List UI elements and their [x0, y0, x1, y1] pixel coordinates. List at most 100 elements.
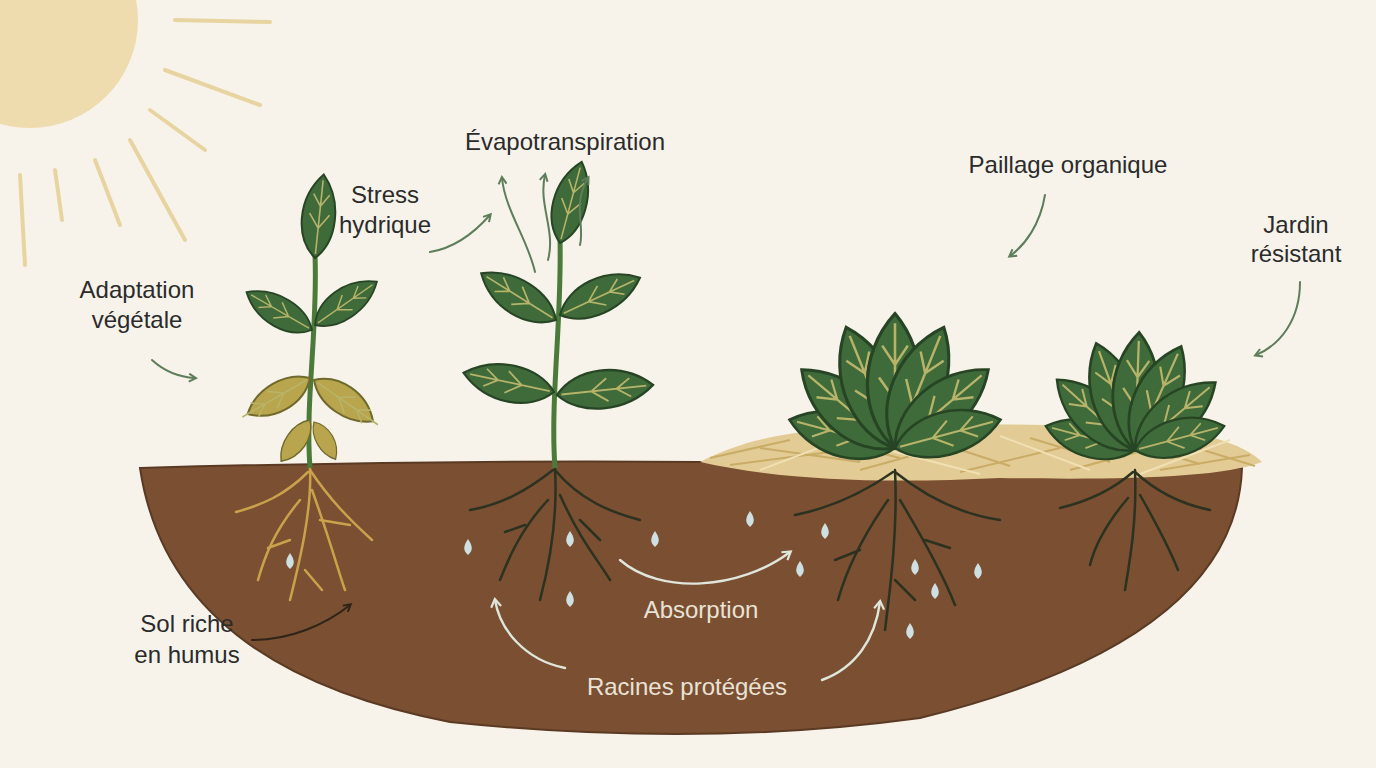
transpiring-plant — [481, 268, 558, 327]
wilting-plant — [273, 415, 318, 468]
transpiring-plant — [460, 157, 655, 468]
wilting-plant — [307, 418, 343, 464]
transpiring-plant — [555, 365, 655, 413]
wilting-plant — [298, 173, 340, 260]
transpiring-plant — [460, 356, 558, 411]
transpiring-plant — [543, 157, 597, 247]
sun — [175, 20, 270, 22]
wilting-plant — [236, 366, 318, 430]
transpiring-plant — [559, 271, 638, 323]
roots — [312, 490, 345, 590]
roots — [900, 500, 955, 605]
roots — [258, 500, 300, 580]
wilting-plant — [306, 269, 385, 337]
roots — [838, 500, 888, 600]
water-drops — [931, 583, 939, 599]
water-drops — [906, 623, 914, 639]
transpiring-plant — [552, 261, 647, 330]
resistant-plant — [1136, 417, 1220, 459]
transpiring-plant — [460, 356, 558, 411]
wilting-plant — [307, 418, 343, 464]
sun — [55, 170, 62, 220]
leader-arrows — [152, 175, 1300, 680]
wilting-plant — [273, 415, 318, 468]
resistant-plant — [1130, 408, 1229, 467]
soil-mound — [140, 462, 1242, 734]
water-drops — [821, 523, 829, 539]
wilting-plant — [312, 374, 384, 433]
transpiring-plant — [554, 240, 560, 468]
wilting-plant — [239, 280, 319, 344]
leader-arrows — [543, 175, 550, 260]
soil-mound — [140, 462, 1242, 734]
roots — [560, 495, 610, 580]
transpiring-plant — [560, 374, 647, 406]
roots — [1060, 472, 1133, 508]
wilting-plant — [305, 179, 333, 255]
sun — [20, 20, 270, 265]
callout-label: Évapotranspiration — [435, 127, 695, 157]
sun — [130, 140, 185, 240]
resistant-plant — [1041, 332, 1229, 469]
water-drops — [746, 511, 754, 527]
mulched-plant — [897, 409, 997, 459]
mulched-plant — [889, 398, 1006, 468]
water-drops — [566, 591, 574, 607]
mulched-plant — [889, 398, 1006, 468]
water-drops — [566, 531, 574, 547]
leader-arrows — [502, 178, 535, 272]
water-drops — [974, 563, 982, 579]
roots — [268, 520, 350, 590]
roots — [835, 540, 950, 600]
transpiring-plant — [543, 157, 597, 247]
roots — [470, 470, 553, 510]
roots — [236, 472, 308, 512]
leader-arrows — [620, 552, 790, 584]
leader-arrows — [1010, 195, 1045, 256]
transpiring-plant — [472, 259, 565, 335]
roots — [895, 472, 1000, 520]
transpiring-plant — [468, 363, 552, 401]
roots — [885, 470, 896, 630]
transpiring-plant — [552, 261, 647, 330]
roots — [1125, 470, 1135, 590]
roots — [795, 472, 893, 515]
sun — [20, 175, 25, 265]
water-drops — [651, 531, 659, 547]
roots — [236, 468, 1210, 630]
sun — [0, 0, 138, 128]
wilting-plant — [239, 280, 319, 344]
roots — [236, 468, 372, 600]
roots — [505, 520, 600, 540]
wilting-plant — [237, 371, 311, 425]
wilting-plant — [298, 173, 340, 260]
water-drops — [796, 561, 804, 577]
water-drops — [911, 559, 919, 575]
resistant-plant — [1130, 408, 1229, 467]
water-drops — [286, 553, 294, 569]
transpiring-plant — [555, 365, 655, 413]
wilting-plant — [306, 269, 385, 337]
callout-label: Jardin résistant — [1231, 210, 1361, 268]
leader-arrows — [252, 605, 350, 640]
sun — [95, 160, 120, 225]
leader-arrows — [822, 602, 880, 680]
roots — [290, 468, 310, 600]
roots — [470, 468, 1210, 630]
roots — [310, 470, 372, 540]
mulched-plant — [784, 314, 1006, 470]
sun — [165, 70, 260, 105]
roots — [1140, 495, 1178, 570]
roots — [540, 468, 556, 600]
transpiring-plant — [472, 259, 565, 335]
leader-arrows — [1256, 282, 1300, 355]
callout-label: Absorption — [601, 595, 801, 625]
roots — [500, 500, 548, 580]
leader-arrows — [152, 360, 195, 378]
leader-arrows — [580, 178, 588, 245]
callout-label: Sol riche en humus — [128, 608, 246, 670]
sun — [150, 110, 205, 150]
water-drops — [464, 539, 472, 555]
wilting-plant — [313, 277, 378, 330]
